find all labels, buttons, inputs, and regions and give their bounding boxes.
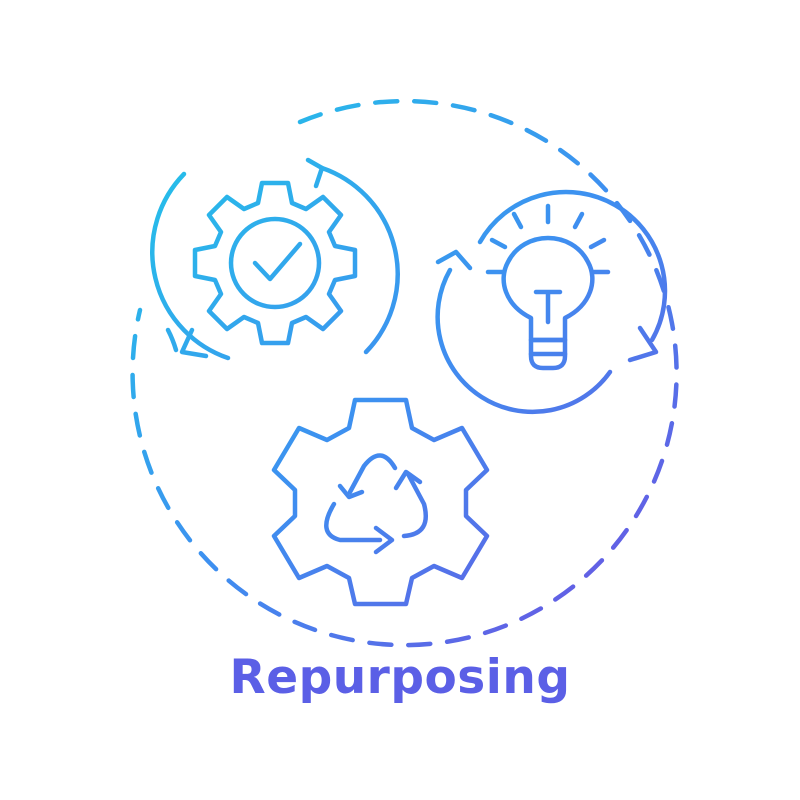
caption-title: Repurposing: [229, 650, 571, 705]
dashed-circle-frame: [130, 98, 679, 648]
gear-check-cycle-icon: [150, 157, 400, 361]
lightbulb-cycle-icon: [435, 189, 668, 415]
gear-recycle-icon: [271, 397, 490, 607]
